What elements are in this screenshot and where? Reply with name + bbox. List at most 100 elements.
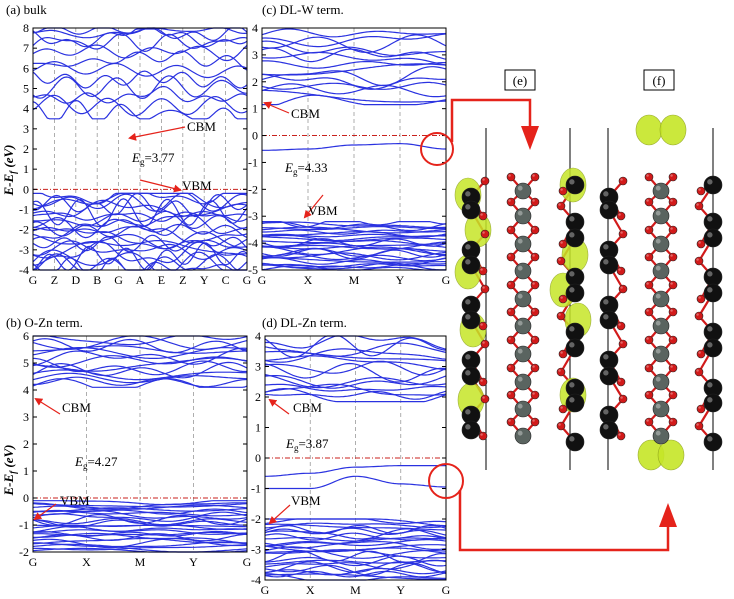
oxygen-atom: [644, 225, 654, 235]
oxygen-atom: [530, 417, 540, 427]
band-line: [33, 529, 248, 535]
atom-highlight: [558, 313, 561, 316]
oxygen-atom: [506, 390, 516, 400]
oxygen-atom: [618, 229, 628, 239]
k-label: X: [306, 583, 315, 597]
oxygen-atom: [506, 417, 516, 427]
connector-d-to-f: [458, 490, 670, 552]
atom-highlight: [569, 397, 575, 403]
y-tick-label: -5: [248, 263, 258, 277]
oxygen-atom: [556, 201, 566, 211]
atom-highlight: [618, 379, 621, 382]
panel-b-cbm-label: CBM: [62, 400, 91, 415]
y-tick-label: 2: [255, 390, 261, 404]
k-label: G: [243, 555, 252, 569]
band-line: [261, 262, 447, 269]
band-line: [264, 374, 447, 389]
structure-e-label: (e): [513, 73, 527, 88]
band-line: [261, 221, 447, 232]
panel-a-cbm-arrow: [128, 126, 186, 141]
atom-highlight: [517, 210, 523, 216]
panel-b-vbm-arrow: [33, 503, 57, 521]
atom-highlight: [569, 342, 575, 348]
atom-highlight: [480, 433, 483, 436]
band-line: [33, 524, 248, 528]
band-line: [264, 527, 447, 536]
atom-highlight: [508, 174, 511, 177]
oxygen-atom: [668, 172, 678, 182]
panel-b-ylabel: E-Ef (eV): [1, 444, 18, 496]
oxygen-atom: [616, 321, 626, 331]
oxygen-atom: [644, 363, 654, 373]
atom-highlight: [517, 348, 523, 354]
charge-density-isosurface: [659, 114, 687, 146]
atom-highlight: [482, 396, 485, 399]
band-line: [33, 50, 248, 71]
tungsten-atom: [703, 338, 723, 358]
oxygen-atom: [506, 363, 516, 373]
panel-b-title: (b) O-Zn term.: [6, 315, 83, 330]
tungsten-atom: [599, 366, 619, 386]
tungsten-atom: [599, 350, 619, 370]
oxygen-atom: [616, 211, 626, 221]
atom-highlight: [517, 403, 523, 409]
oxygen-atom: [530, 225, 540, 235]
oxygen-atom: [506, 335, 516, 345]
atom-highlight: [618, 323, 621, 326]
band-line: [264, 342, 447, 357]
k-label: M: [135, 555, 146, 569]
oxygen-atom: [668, 417, 678, 427]
oxygen-atom: [618, 176, 628, 186]
atom-highlight: [558, 423, 561, 426]
band-line: [32, 192, 248, 218]
y-tick-label: -1: [19, 203, 29, 217]
atom-highlight: [569, 271, 575, 277]
atom-highlight: [560, 188, 563, 191]
band-line: [264, 348, 447, 363]
highlight-circle-c: [420, 132, 454, 166]
atom-highlight: [698, 188, 701, 191]
oxygen-atom: [530, 280, 540, 290]
oxygen-atom: [668, 197, 678, 207]
atom-highlight: [620, 231, 623, 234]
band-line: [264, 388, 447, 403]
atom-highlight: [620, 341, 623, 344]
atom-highlight: [603, 191, 609, 197]
k-label: G: [442, 273, 451, 287]
atom-highlight: [517, 185, 523, 191]
oxygen-atom: [530, 172, 540, 182]
tungsten-atom: [703, 283, 723, 303]
tungsten-atom: [565, 338, 585, 358]
atom-highlight: [569, 326, 575, 332]
oxygen-atom: [668, 225, 678, 235]
band-line: [32, 192, 248, 212]
atom-highlight: [646, 419, 649, 422]
atom-highlight: [707, 287, 713, 293]
oxygen-atom: [530, 335, 540, 345]
zinc-atom: [652, 345, 670, 363]
panel-c-frame: [261, 27, 447, 271]
atom-highlight: [517, 293, 523, 299]
atom-highlight: [569, 232, 575, 238]
k-label: Y: [189, 555, 198, 569]
band-line: [32, 537, 248, 545]
atom-highlight: [618, 433, 621, 436]
k-label: M: [350, 583, 361, 597]
tungsten-atom: [461, 255, 481, 275]
y-tick-label: 4: [23, 102, 29, 116]
oxygen-atom: [668, 280, 678, 290]
oxygen-atom: [530, 252, 540, 262]
atom-highlight: [517, 265, 523, 271]
oxygen-atom: [478, 431, 488, 441]
atom-highlight: [696, 313, 699, 316]
y-tick-label: 6: [23, 329, 29, 343]
y-tick-label: -4: [19, 263, 29, 277]
atom-highlight: [707, 326, 713, 332]
oxygen-atom: [558, 239, 568, 249]
y-tick-label: -2: [19, 545, 29, 559]
band-line: [264, 390, 447, 400]
atom-highlight: [603, 299, 609, 305]
y-tick-label: -3: [251, 543, 261, 557]
